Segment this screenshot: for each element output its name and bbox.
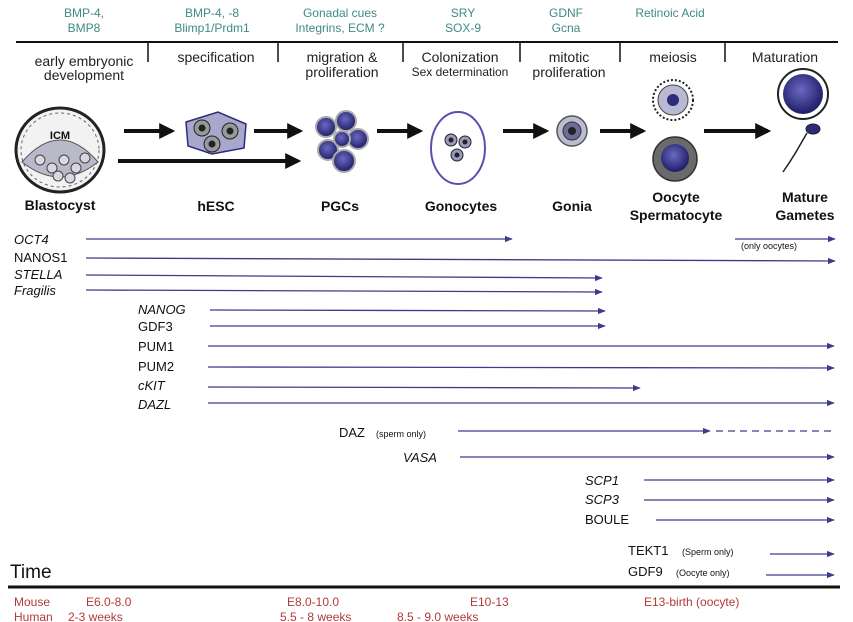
factor-sry: SRY (451, 6, 475, 20)
factor-gonadal-cues: Gonadal cues (303, 6, 377, 20)
time-human-2: 5.5 - 8 weeks (280, 610, 351, 622)
stage-colonization: Colonization (421, 49, 498, 65)
label-gametes: Gametes (775, 207, 834, 223)
stage-maturation: Maturation (752, 49, 818, 65)
gonia-illustration (556, 115, 588, 147)
label-oocyte: Oocyte (652, 189, 700, 205)
stage-proliferation: proliferation (305, 64, 378, 80)
cell-labels: Blastocyst hESC PGCs Gonocytes Gonia Ooc… (25, 189, 835, 223)
label-gonocytes: Gonocytes (425, 198, 498, 214)
gene-stella: STELLA (14, 267, 62, 282)
time-section: Time Mouse E6.0-8.0 E8.0-10.0 E10-13 E13… (8, 562, 840, 622)
stage-mitotic: mitotic (549, 49, 589, 65)
gene-scp3: SCP3 (585, 492, 620, 507)
gonocytes-illustration (430, 111, 486, 185)
factor-bmp4-8: BMP-4, -8 (185, 6, 239, 20)
stage-development: development (44, 67, 124, 83)
gdf9-note: (Oocyte only) (676, 568, 730, 578)
factor-gcna: Gcna (552, 21, 581, 35)
gene-expression: OCT4 (only oocytes) NANOS1 STELLA Fragil… (14, 232, 836, 579)
gene-boule: BOULE (585, 512, 629, 527)
stage-migration: migration & (307, 49, 378, 65)
stage-meiosis: meiosis (649, 49, 696, 65)
gene-gdf9: GDF9 (628, 564, 663, 579)
daz-note: (sperm only) (376, 429, 426, 439)
signaling-factors: BMP-4, BMP8 BMP-4, -8 Blimp1/Prdm1 Gonad… (64, 6, 705, 35)
label-pgcs: PGCs (321, 198, 359, 214)
stage-early-embryonic: early embryonic (35, 53, 134, 69)
oct4-note: (only oocytes) (741, 241, 797, 251)
factor-blimp1: Blimp1/Prdm1 (174, 21, 250, 35)
gene-fragilis: Fragilis (14, 283, 56, 298)
factor-bmp8: BMP8 (68, 21, 101, 35)
factor-integrins: Integrins, ECM ? (295, 21, 385, 35)
gene-pum1: PUM1 (138, 339, 174, 354)
time-mouse-label: Mouse (14, 595, 50, 609)
time-title: Time (10, 562, 52, 583)
mature-gametes-illustration (777, 68, 829, 173)
gene-tekt1: TEKT1 (628, 543, 668, 558)
gene-nanog: NANOG (138, 302, 186, 317)
stage-header: early embryonic development specificatio… (16, 41, 838, 83)
time-mouse-3: E10-13 (470, 595, 509, 609)
gene-nanos1: NANOS1 (14, 250, 67, 265)
icm-label: ICM (50, 130, 70, 142)
time-mouse-4: E13-birth (oocyte) (644, 595, 739, 609)
stage-mitotic-proliferation: proliferation (532, 64, 605, 80)
pgcs-illustration (315, 110, 369, 173)
gene-scp1: SCP1 (585, 473, 619, 488)
factor-retinoic-acid: Retinoic Acid (635, 6, 704, 20)
label-spermatocyte: Spermatocyte (630, 207, 723, 223)
label-gonia: Gonia (552, 198, 592, 214)
stage-specification: specification (177, 49, 254, 65)
time-mouse-1: E6.0-8.0 (86, 595, 132, 609)
time-mouse-2: E8.0-10.0 (287, 595, 339, 609)
gene-gdf3: GDF3 (138, 319, 173, 334)
factor-gdnf: GDNF (549, 6, 583, 20)
hesc-illustration (185, 111, 247, 155)
gene-pum2: PUM2 (138, 359, 174, 374)
label-blastocyst: Blastocyst (25, 197, 96, 213)
blastocyst-illustration: ICM (14, 106, 106, 194)
factor-sox9: SOX-9 (445, 21, 481, 35)
meiosis-cells-illustration (652, 79, 698, 182)
label-hesc: hESC (197, 198, 234, 214)
tekt1-note: (Sperm only) (682, 547, 734, 557)
stage-sex-determination: Sex determination (412, 65, 509, 79)
time-human-1: 2-3 weeks (68, 610, 123, 622)
progression-arrows (118, 123, 772, 169)
label-mature: Mature (782, 189, 828, 205)
gene-daz: DAZ (339, 425, 365, 440)
gene-dazl: DAZL (138, 397, 171, 412)
gene-ckit: cKIT (138, 378, 166, 393)
time-human-label: Human (14, 610, 53, 622)
gene-oct4: OCT4 (14, 232, 49, 247)
factor-bmp4: BMP-4, (64, 6, 104, 20)
time-human-3: 8.5 - 9.0 weeks (397, 610, 478, 622)
gene-vasa: VASA (403, 450, 437, 465)
